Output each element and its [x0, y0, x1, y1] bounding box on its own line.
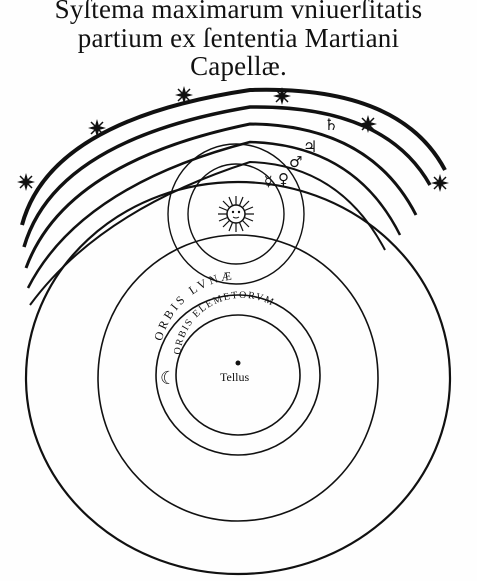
mars-icon: ♂ — [289, 153, 302, 171]
venus-orbit — [167, 143, 305, 285]
lunar-orbit-label: ORBIS LVNÆ — [151, 268, 235, 342]
title-line-1: Syſtema maximarum vniuerſitatis — [54, 0, 423, 24]
mercury-icon: ☿ — [264, 174, 273, 190]
mercury-orbit — [187, 163, 285, 265]
elements-orbit — [175, 314, 301, 436]
star-icon — [430, 173, 450, 193]
title-line-3: Capellæ. — [190, 51, 287, 81]
sun-icon — [218, 196, 254, 232]
fixed-star-arc-4 — [26, 140, 402, 289]
second-circle — [97, 234, 379, 522]
title-line-2: partium ex ſententia Martiani — [77, 23, 400, 53]
star-icon — [16, 172, 36, 192]
venus-icon: ♀ — [278, 170, 289, 188]
jupiter-icon: ♃ — [303, 137, 317, 156]
lunar-orbit — [155, 294, 321, 456]
tellus-label: Tellus — [220, 370, 249, 384]
earth-dot — [235, 360, 241, 366]
fixed-star-arc-2 — [22, 105, 432, 248]
moon-icon: ☾ — [160, 368, 176, 389]
saturn-icon: ♄ — [324, 115, 338, 134]
fixed-star-arc-1 — [20, 87, 447, 226]
outer-circle — [24, 180, 452, 576]
fixed-star-arc-3 — [24, 122, 418, 269]
